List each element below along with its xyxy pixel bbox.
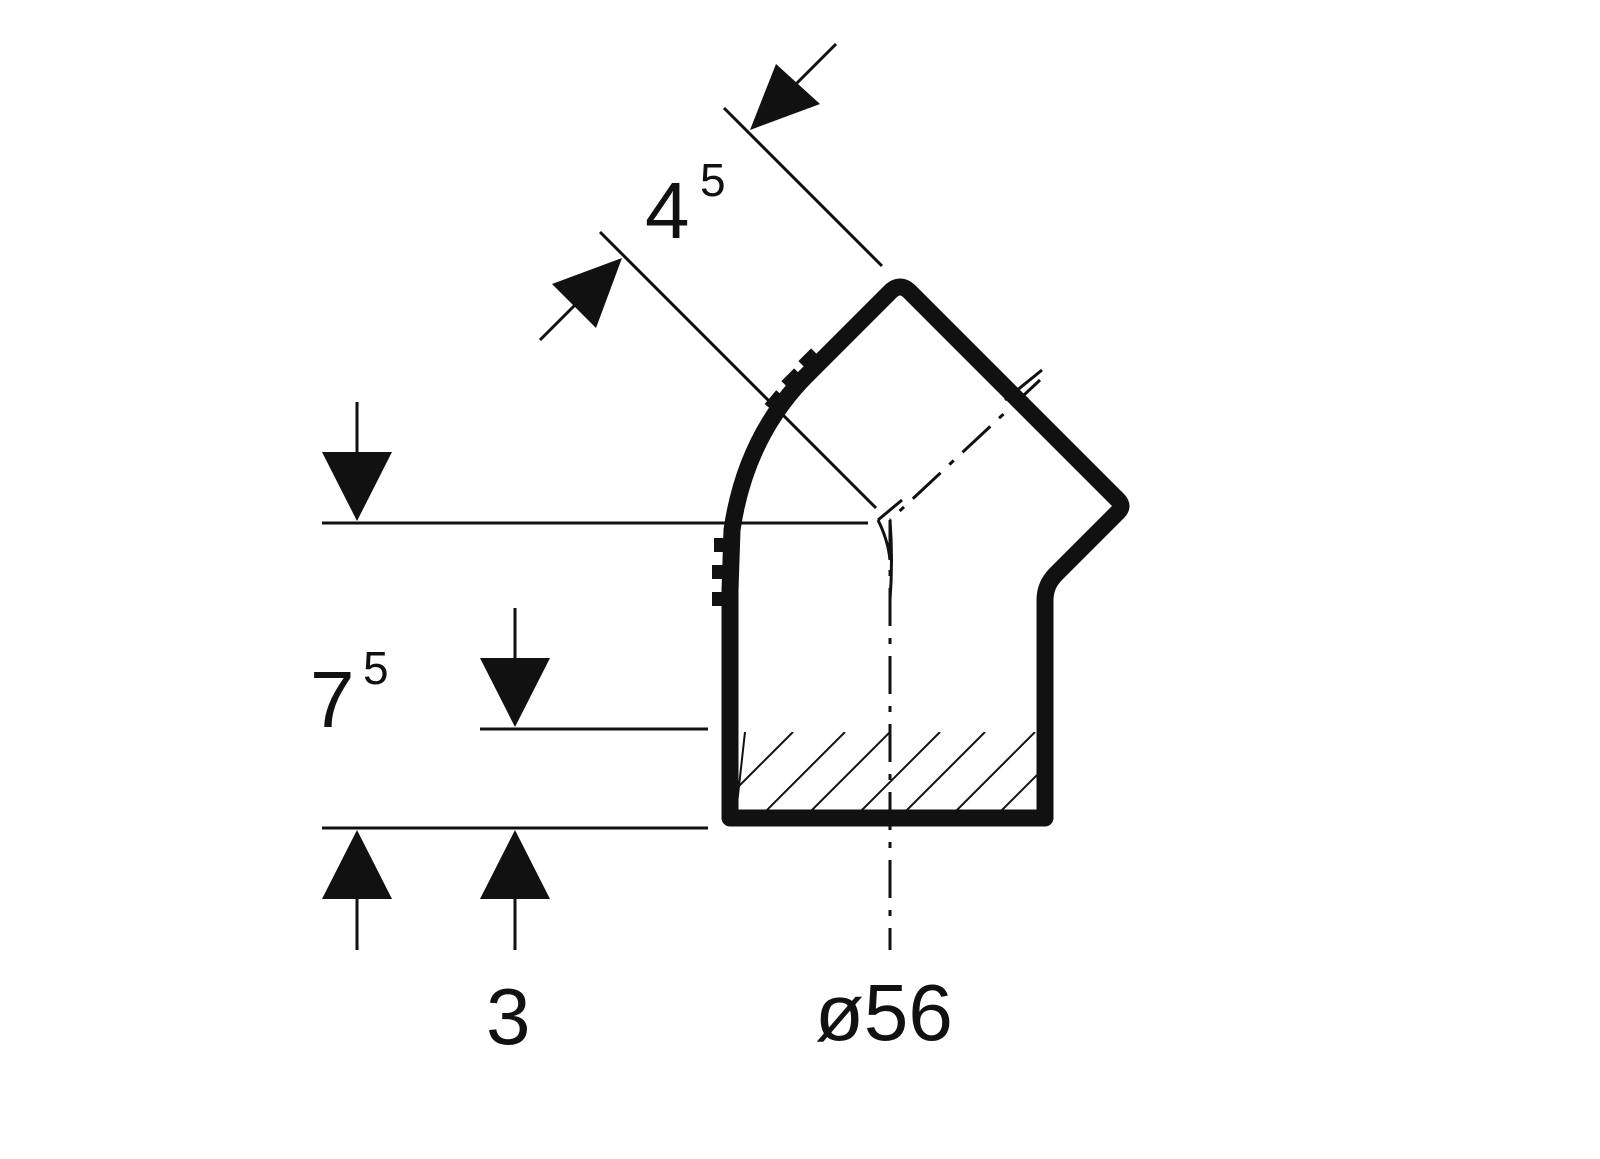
angle-ext-line-1 (598, 230, 878, 510)
angle-ext-line-3 (1004, 368, 1043, 402)
angle-label: 4 (645, 166, 690, 255)
diameter-label: ø56 (815, 968, 953, 1057)
centre-line-angled (888, 378, 1042, 522)
base-arrow-head-top (480, 658, 550, 727)
base-label: 3 (486, 972, 531, 1061)
height-label-sup: 5 (363, 642, 389, 694)
angle-arrow-shaft-lower (538, 298, 582, 342)
angle-arrow-head-lower (552, 258, 622, 328)
height-arrow-head-bottom (322, 830, 392, 899)
elbow-left-wall (721, 278, 1130, 827)
height-arrow-head-top (322, 452, 392, 521)
height-label: 7 (310, 655, 355, 744)
inner-bend-wedge (876, 498, 903, 561)
base-arrow-head-bottom (480, 830, 550, 899)
inner-bend-curve (888, 519, 893, 601)
angle-arrow-shaft-upper (788, 42, 838, 92)
base-hatching (735, 732, 1040, 822)
angle-arrow-head-upper (750, 64, 820, 130)
angle-ext-line-2 (722, 106, 884, 268)
angle-label-sup: 5 (700, 154, 726, 206)
